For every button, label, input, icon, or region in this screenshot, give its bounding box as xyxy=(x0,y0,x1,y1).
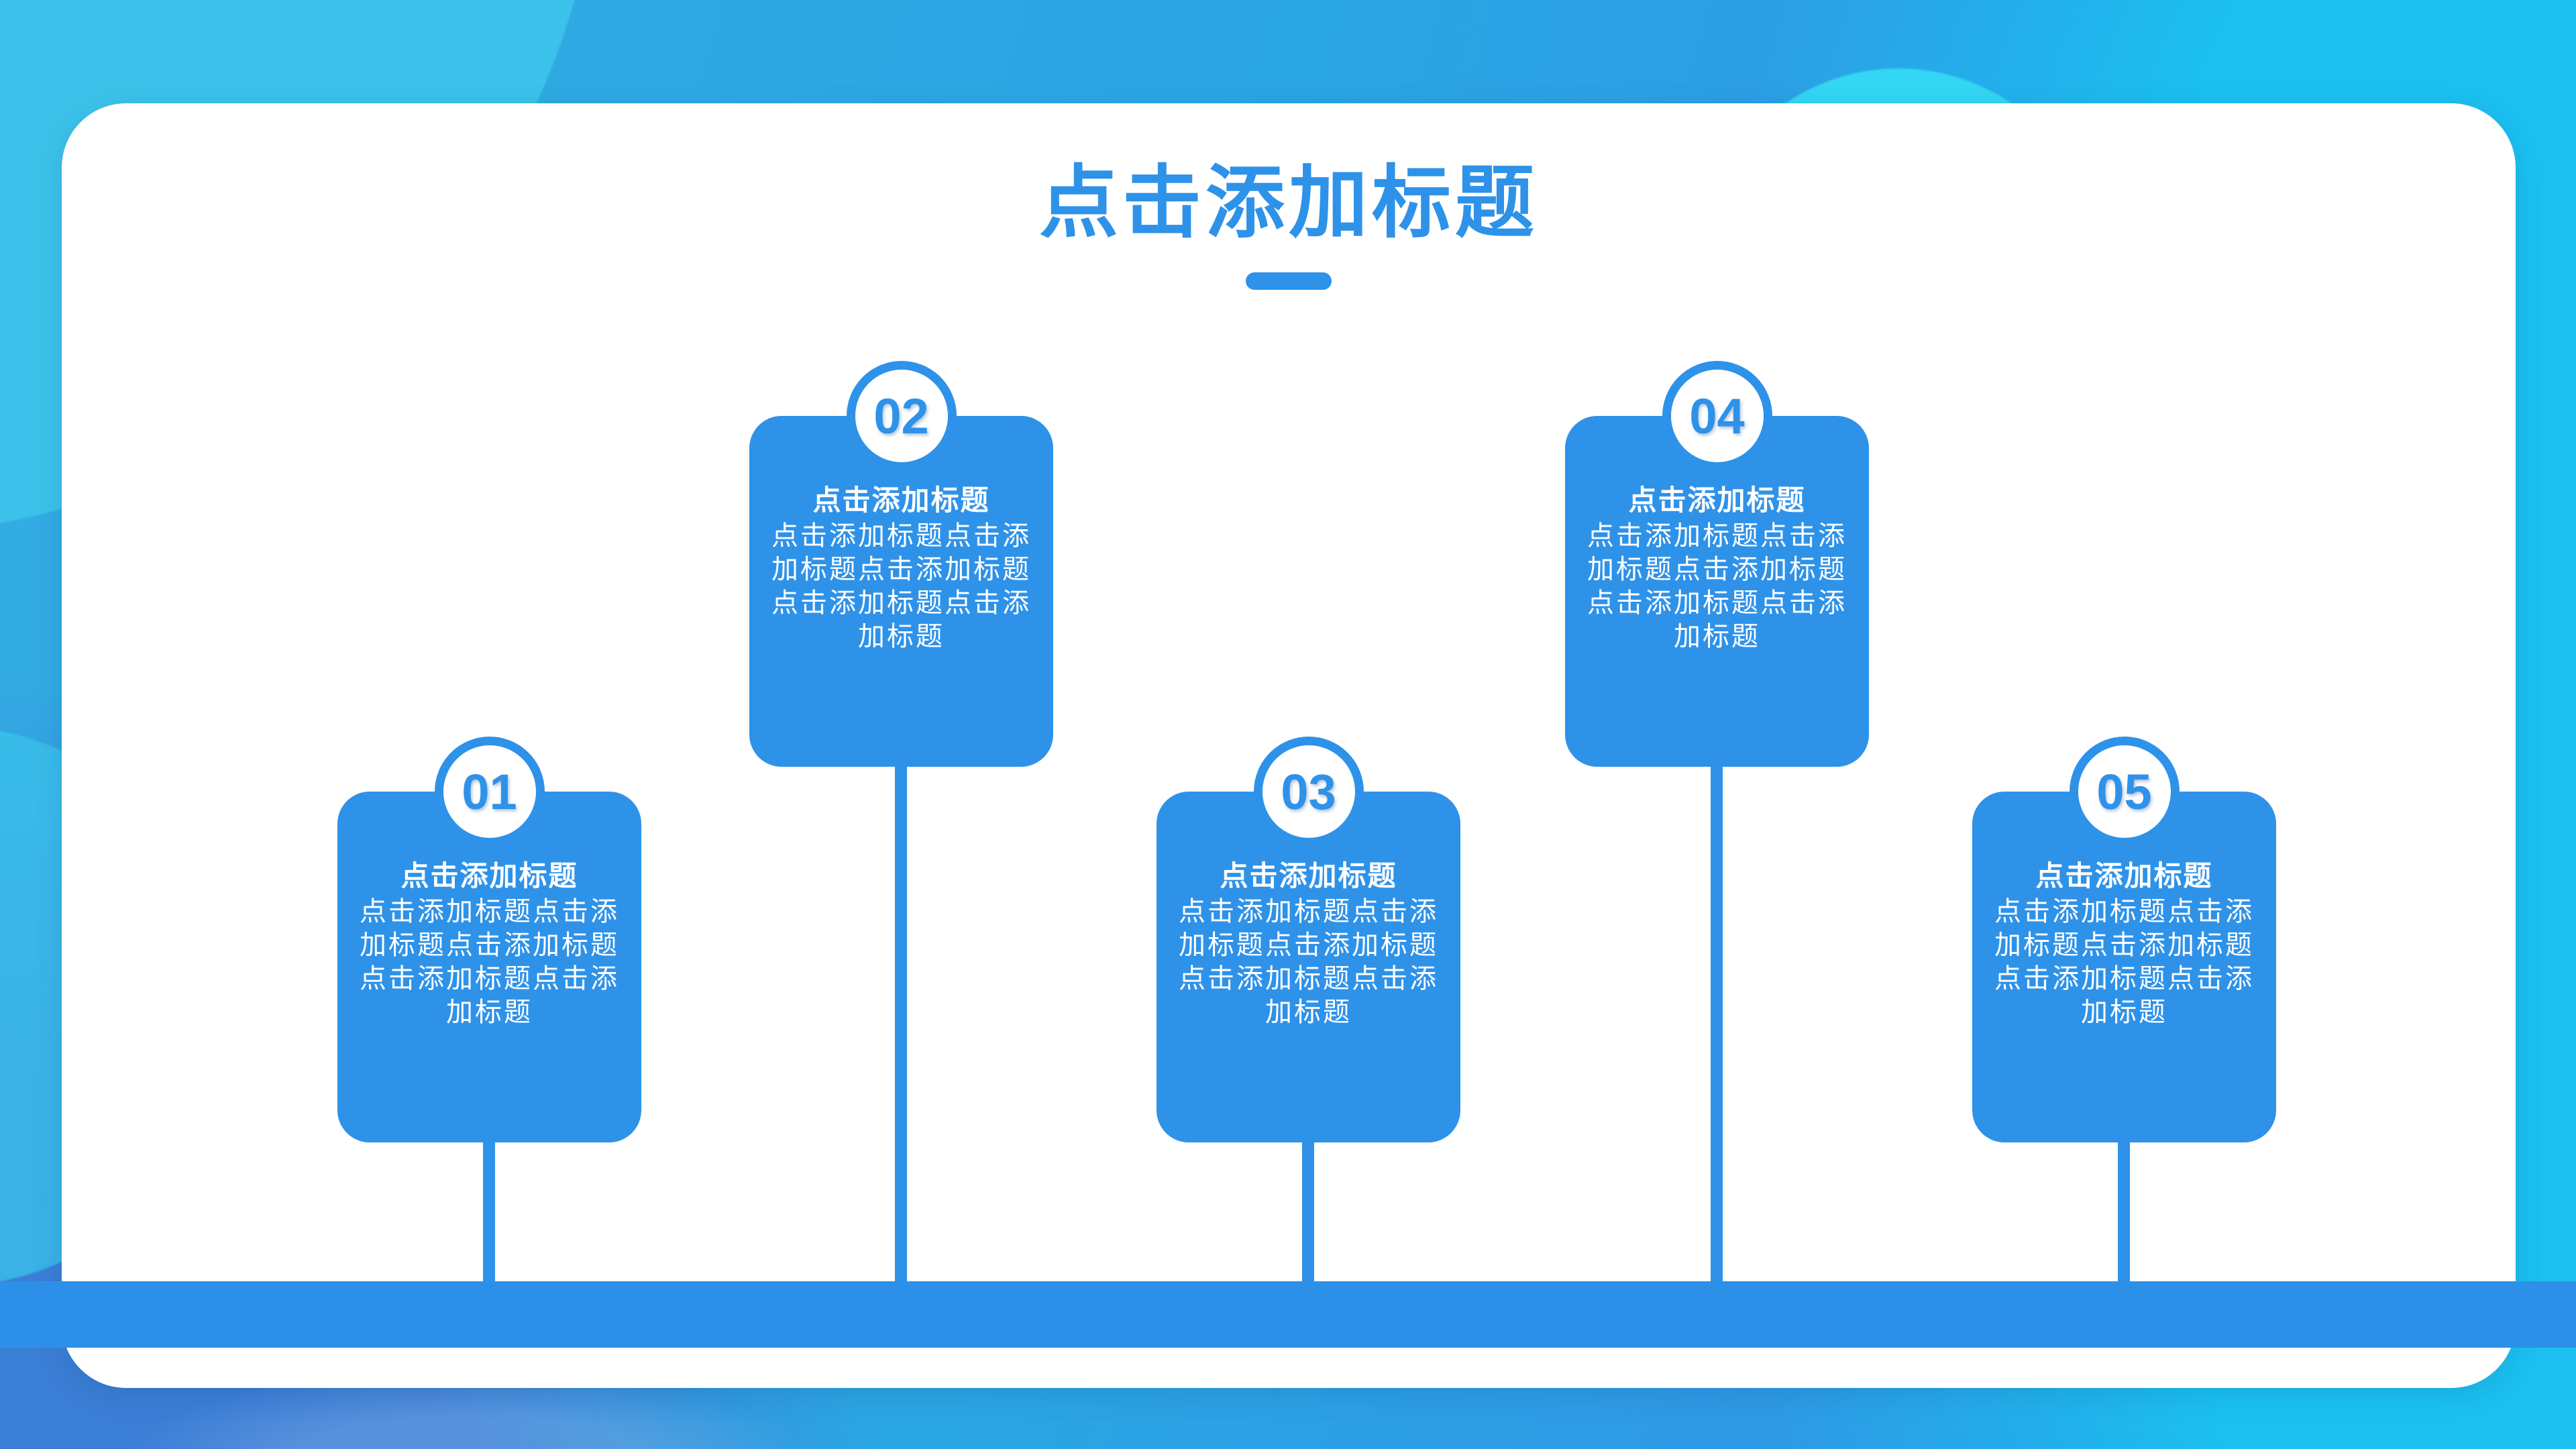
step-4-card[interactable]: 04 点击添加标题 点击添加标题点击添加标题点击添加标题点击添加标题点击添加标题 xyxy=(1565,361,1869,767)
step-5-stem xyxy=(2118,1142,2130,1283)
step-5-body[interactable]: 点击添加标题点击添加标题点击添加标题点击添加标题点击添加标题 xyxy=(1994,897,2254,1027)
step-3-stem xyxy=(1302,1142,1314,1283)
step-2-text: 点击添加标题 点击添加标题点击添加标题点击添加标题点击添加标题点击添加标题 xyxy=(767,482,1036,653)
step-5-number-badge: 05 xyxy=(2069,737,2180,847)
step-1-text: 点击添加标题 点击添加标题点击添加标题点击添加标题点击添加标题点击添加标题 xyxy=(355,857,624,1029)
step-2-body[interactable]: 点击添加标题点击添加标题点击添加标题点击添加标题点击添加标题 xyxy=(771,521,1031,651)
step-3-number-badge: 03 xyxy=(1253,737,1364,847)
step-2-number: 02 xyxy=(873,388,929,444)
step-3-body[interactable]: 点击添加标题点击添加标题点击添加标题点击添加标题点击添加标题 xyxy=(1179,897,1438,1027)
step-3-heading[interactable]: 点击添加标题 xyxy=(1220,860,1397,892)
step-2-stem xyxy=(895,767,907,1283)
step-2-card[interactable]: 02 点击添加标题 点击添加标题点击添加标题点击添加标题点击添加标题点击添加标题 xyxy=(749,361,1053,767)
step-1-number: 01 xyxy=(462,763,517,820)
step-1-card[interactable]: 01 点击添加标题 点击添加标题点击添加标题点击添加标题点击添加标题点击添加标题 xyxy=(337,737,641,1142)
step-2-heading[interactable]: 点击添加标题 xyxy=(812,484,990,516)
step-4-number: 04 xyxy=(1689,388,1745,444)
step-4-text: 点击添加标题 点击添加标题点击添加标题点击添加标题点击添加标题点击添加标题 xyxy=(1582,482,1851,653)
step-1-number-badge: 01 xyxy=(434,737,545,847)
step-1-heading[interactable]: 点击添加标题 xyxy=(400,860,578,892)
step-5-card[interactable]: 05 点击添加标题 点击添加标题点击添加标题点击添加标题点击添加标题点击添加标题 xyxy=(1972,737,2276,1142)
step-5-heading[interactable]: 点击添加标题 xyxy=(2035,860,2213,892)
slide-title[interactable]: 点击添加标题 xyxy=(1038,159,1538,248)
step-3-number: 03 xyxy=(1281,763,1336,820)
title-underline xyxy=(1246,272,1332,290)
step-2-number-badge: 02 xyxy=(846,361,957,471)
step-4-number-badge: 04 xyxy=(1662,361,1772,471)
step-4-stem xyxy=(1711,767,1723,1283)
step-3-card[interactable]: 03 点击添加标题 点击添加标题点击添加标题点击添加标题点击添加标题点击添加标题 xyxy=(1157,737,1460,1142)
baseline-bar xyxy=(0,1281,2576,1348)
step-4-body[interactable]: 点击添加标题点击添加标题点击添加标题点击添加标题点击添加标题 xyxy=(1587,521,1847,651)
step-3-text: 点击添加标题 点击添加标题点击添加标题点击添加标题点击添加标题点击添加标题 xyxy=(1174,857,1443,1029)
step-5-text: 点击添加标题 点击添加标题点击添加标题点击添加标题点击添加标题点击添加标题 xyxy=(1990,857,2259,1029)
step-1-stem xyxy=(483,1142,495,1283)
step-4-heading[interactable]: 点击添加标题 xyxy=(1628,484,1806,516)
step-5-number: 05 xyxy=(2096,763,2152,820)
step-1-body[interactable]: 点击添加标题点击添加标题点击添加标题点击添加标题点击添加标题 xyxy=(360,897,619,1027)
